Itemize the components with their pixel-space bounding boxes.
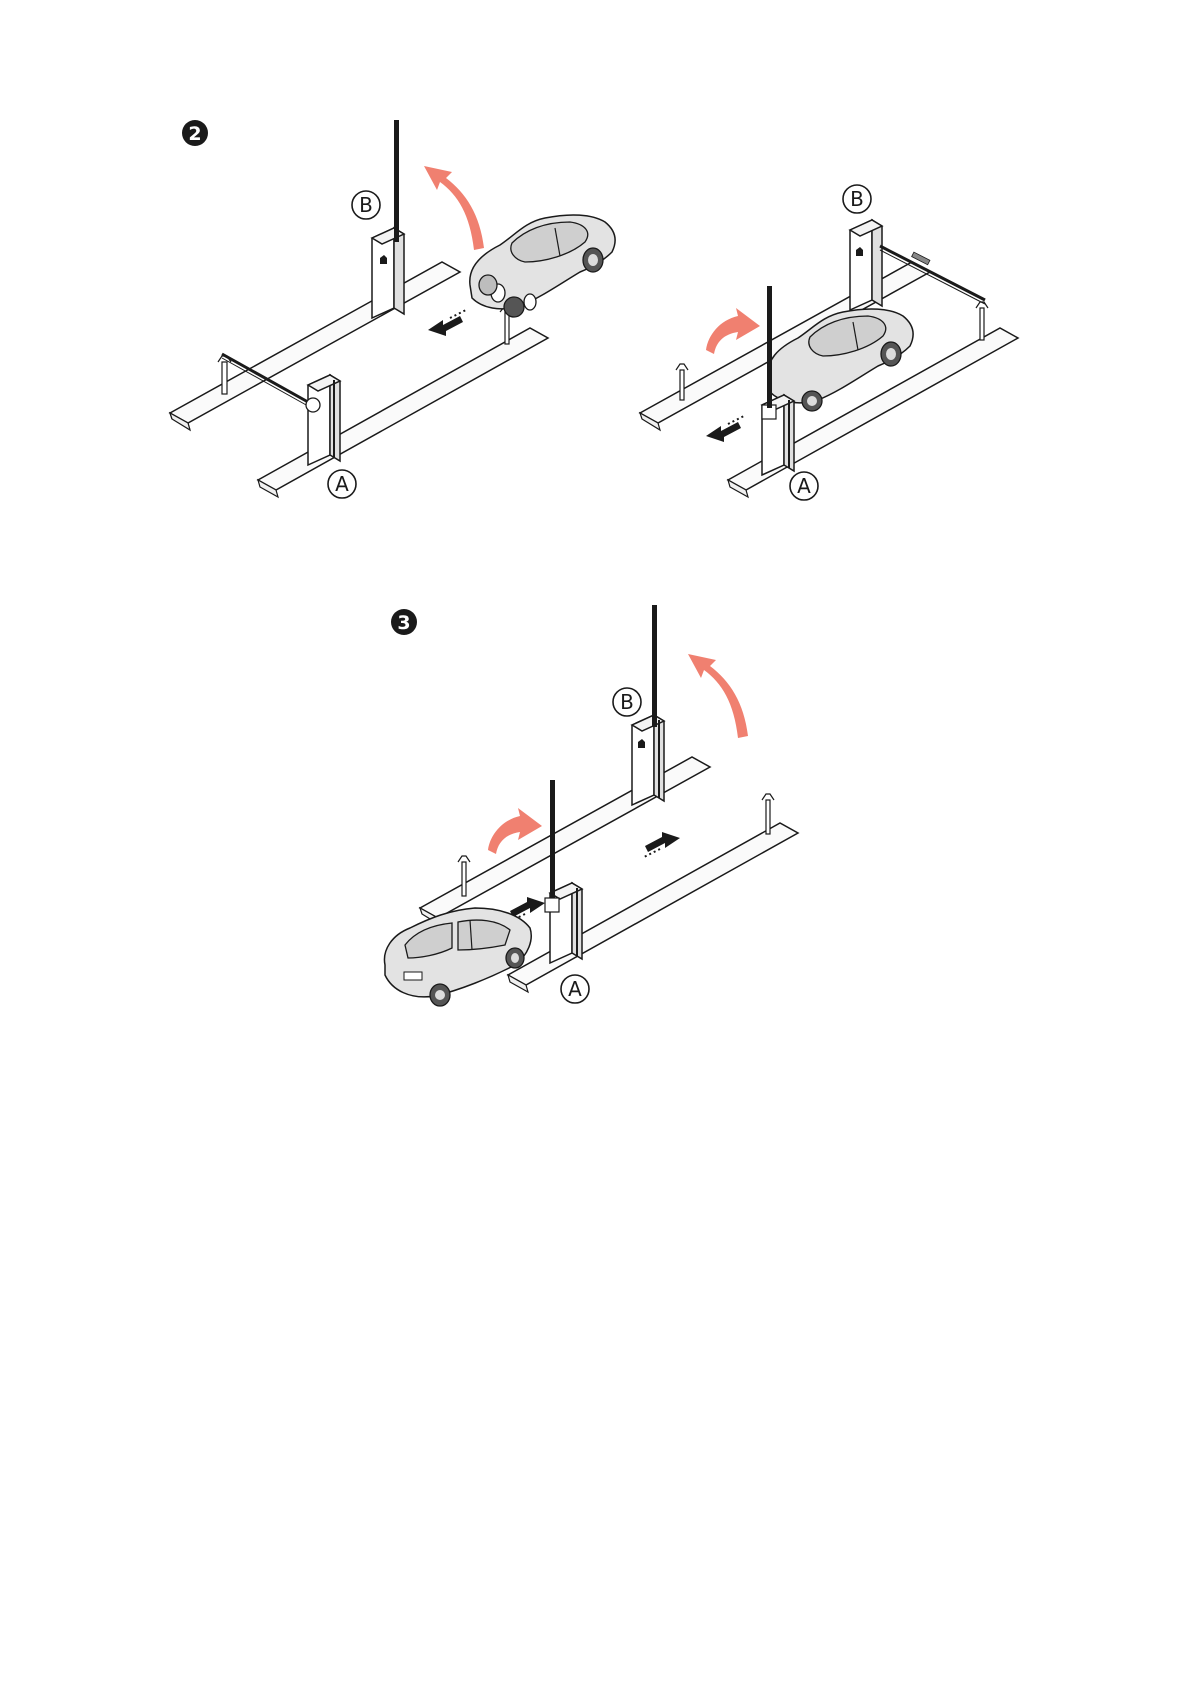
car-direction-arrow bbox=[428, 310, 466, 336]
boom-b-open bbox=[652, 605, 657, 727]
svg-text:A: A bbox=[797, 474, 811, 498]
svg-text:B: B bbox=[359, 193, 373, 217]
boom-b-open bbox=[394, 120, 399, 242]
step-2-number: 2 bbox=[188, 123, 201, 145]
gate-b-cabinet bbox=[850, 220, 882, 310]
step-3-badge: 3 bbox=[391, 609, 417, 635]
svg-text:B: B bbox=[850, 187, 864, 211]
label-a: A bbox=[561, 975, 589, 1003]
label-a: A bbox=[790, 472, 818, 500]
step-3-number: 3 bbox=[397, 612, 410, 634]
car-direction-arrow bbox=[706, 416, 744, 442]
svg-text:B: B bbox=[620, 690, 634, 714]
boom-b-rise-arrow bbox=[424, 166, 484, 250]
boom-a-rise-arrow bbox=[706, 308, 760, 354]
traffic-direction-arrow bbox=[644, 832, 680, 857]
svg-text:A: A bbox=[335, 472, 349, 496]
step-2-scene-left: B A bbox=[170, 120, 615, 498]
label-b: B bbox=[843, 185, 871, 213]
step-2-scene-right: B A bbox=[640, 185, 1018, 500]
svg-text:A: A bbox=[568, 977, 582, 1001]
step-3-scene: B A bbox=[384, 605, 798, 1006]
gate-a-cabinet bbox=[762, 395, 794, 475]
label-b: B bbox=[613, 688, 641, 716]
boom-b-rise-arrow bbox=[688, 654, 748, 738]
gate-b-cabinet bbox=[632, 715, 664, 805]
boom-a-open bbox=[550, 780, 555, 898]
gate-a-cabinet bbox=[306, 375, 340, 465]
hatchback-car bbox=[384, 908, 531, 1006]
barrier-rest-post-2 bbox=[976, 302, 988, 340]
label-b: B bbox=[352, 191, 380, 219]
label-a: A bbox=[328, 470, 356, 498]
boom-a-open bbox=[767, 286, 772, 408]
gate-b-cabinet bbox=[372, 228, 404, 318]
sports-car bbox=[470, 215, 615, 317]
step-2-badge: 2 bbox=[182, 120, 208, 146]
